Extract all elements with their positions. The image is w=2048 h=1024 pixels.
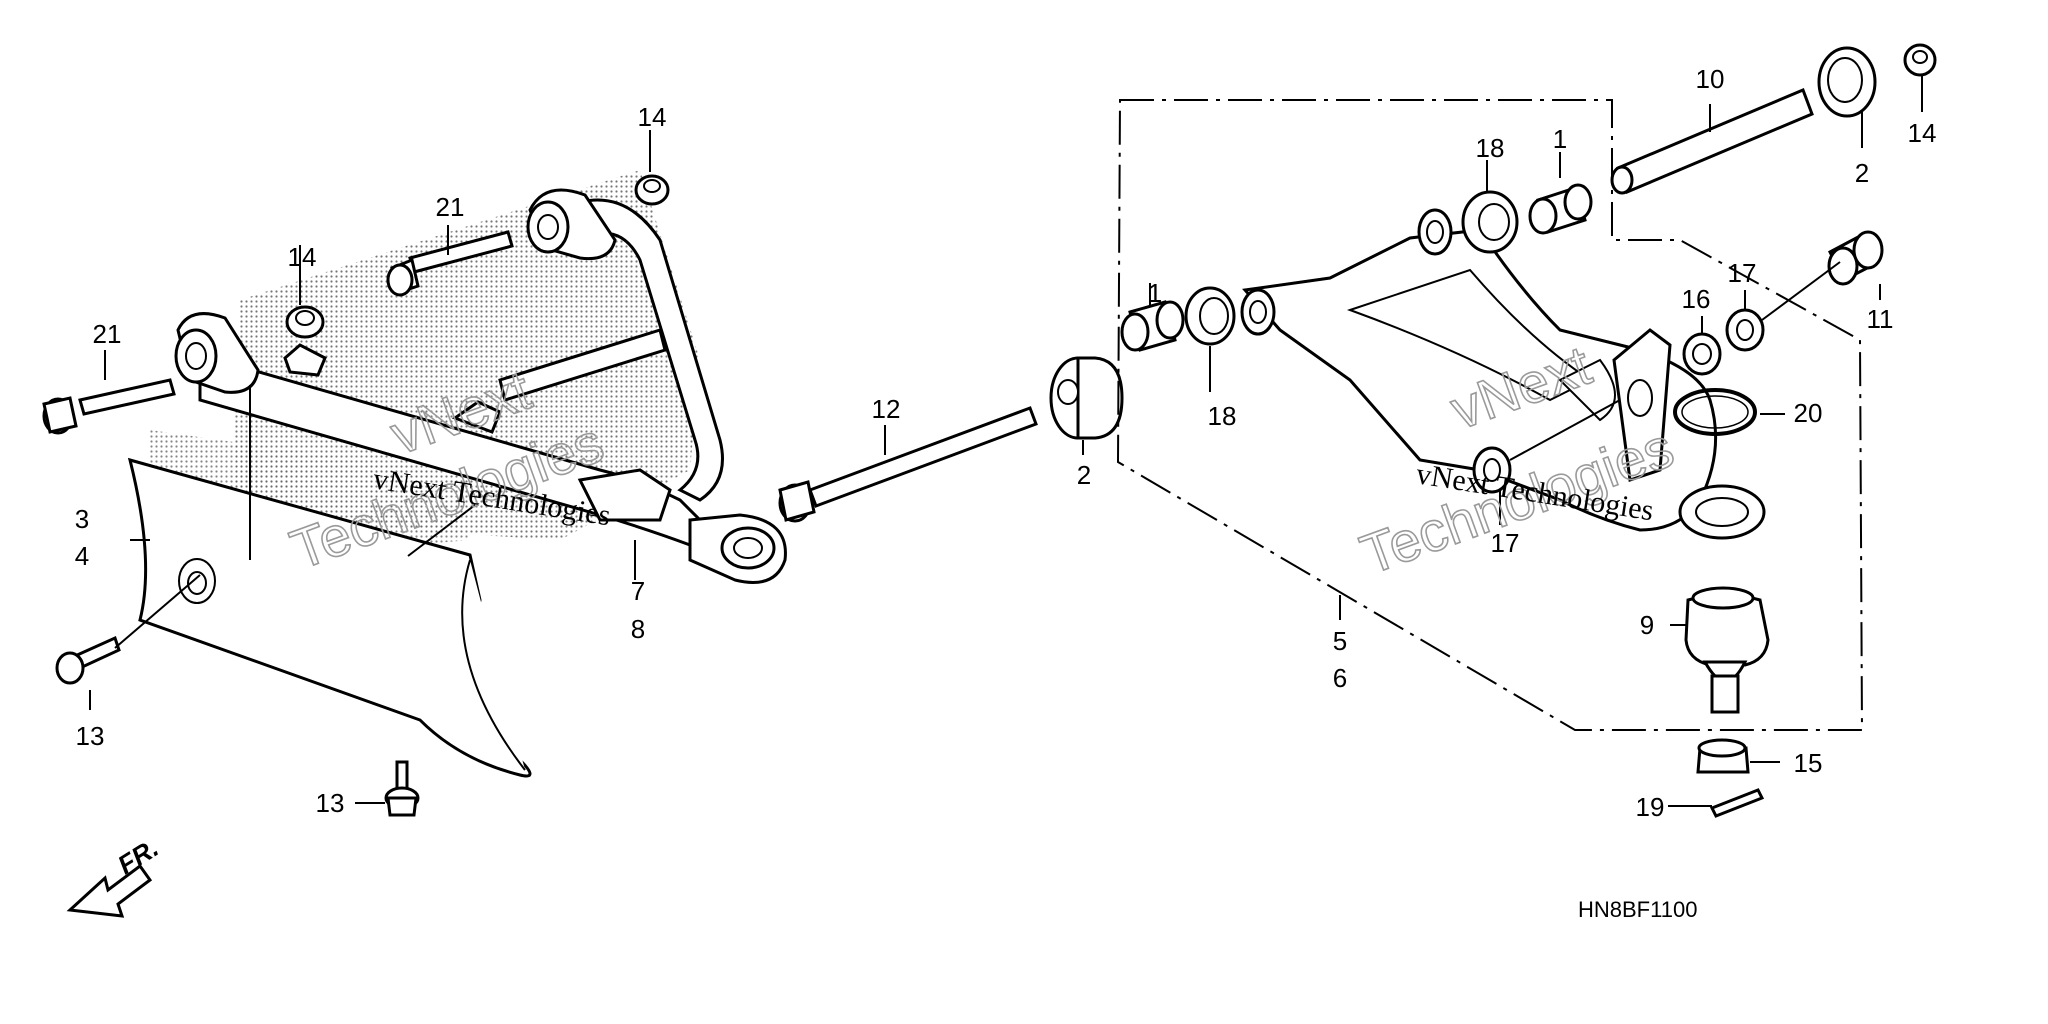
collar-11[interactable] — [1827, 230, 1884, 300]
callout-6[interactable]: 6 — [1333, 663, 1347, 693]
circlip-20[interactable] — [1673, 388, 1785, 436]
front-direction-arrow: FR. — [66, 832, 164, 918]
flange-bolt-21-upper[interactable] — [386, 230, 514, 297]
lower-arm-assembly — [1116, 43, 1937, 818]
callout-12[interactable]: 12 — [872, 394, 901, 424]
bearing-16[interactable] — [1682, 316, 1722, 376]
seal-17-bottom[interactable] — [1472, 399, 1621, 525]
callout-16[interactable]: 16 — [1682, 284, 1711, 314]
callout-21[interactable]: 21 — [436, 192, 465, 222]
seal-17-right[interactable] — [1725, 261, 1841, 352]
bushing-1-front[interactable] — [1120, 283, 1185, 352]
cotter-pin-19[interactable] — [1668, 788, 1765, 818]
callout-3[interactable]: 3 — [75, 504, 89, 534]
castle-nut-15[interactable] — [1696, 738, 1780, 774]
lower-arm-web — [1346, 268, 1592, 402]
callout-17[interactable]: 17 — [1728, 258, 1757, 288]
callout-10[interactable]: 10 — [1696, 64, 1725, 94]
tube-bracket-2 — [451, 400, 502, 434]
callout-11[interactable]: 11 — [1867, 304, 1894, 334]
callout-21[interactable]: 21 — [93, 319, 122, 349]
seal-18-rear[interactable] — [1461, 160, 1519, 254]
callout-1[interactable]: 1 — [1553, 124, 1567, 154]
leaders-left — [89, 130, 651, 804]
callouts: 14 21 14 21 3 4 13 13 7 8 12 2 1 18 18 1… — [75, 64, 1937, 822]
shading-area — [230, 170, 700, 540]
upper-arm-crossbar — [498, 328, 667, 402]
ball-joint-9[interactable] — [1670, 586, 1770, 714]
callout-2[interactable]: 2 — [1855, 158, 1869, 188]
callout-14[interactable]: 14 — [288, 242, 317, 272]
callout-1[interactable]: 1 — [1148, 278, 1162, 308]
bolt-13-side[interactable] — [55, 635, 121, 685]
callout-9[interactable]: 9 — [1640, 610, 1654, 640]
callout-15[interactable]: 15 — [1794, 748, 1823, 778]
callout-5[interactable]: 5 — [1333, 626, 1347, 656]
front-arrow-label: FR. — [112, 832, 163, 880]
lower-arm-front-pivot — [1240, 288, 1276, 336]
callout-13[interactable]: 13 — [76, 721, 105, 751]
upper-arm-ball-eye — [688, 513, 787, 584]
long-bolt-12[interactable] — [778, 406, 1038, 523]
upper-arm-front-bushing — [174, 312, 260, 394]
flange-bolt-21-front[interactable] — [42, 378, 176, 435]
bushing-1-rear[interactable] — [1528, 152, 1593, 235]
lower-arm-rear-pivot — [1417, 208, 1453, 256]
diagram-code: HN8BF1100 — [1578, 897, 1697, 922]
nut-14-left[interactable] — [285, 305, 325, 339]
callout-13[interactable]: 13 — [316, 788, 345, 818]
bolt-13-bottom[interactable] — [384, 760, 420, 817]
callout-20[interactable]: 20 — [1794, 398, 1823, 428]
nut-14-right[interactable] — [1903, 43, 1937, 112]
callout-17[interactable]: 17 — [1491, 528, 1520, 558]
hose-clamp — [577, 468, 672, 522]
pipe-10[interactable] — [1610, 88, 1814, 195]
callout-7[interactable]: 7 — [631, 576, 645, 606]
lower-arm-rib — [1558, 358, 1616, 422]
callout-14[interactable]: 14 — [1908, 118, 1937, 148]
callout-19[interactable]: 19 — [1636, 792, 1665, 822]
cap-2-right[interactable] — [1817, 46, 1877, 148]
callout-14[interactable]: 14 — [638, 102, 667, 132]
callout-18[interactable]: 18 — [1476, 133, 1505, 163]
callout-8[interactable]: 8 — [631, 614, 645, 644]
upper-arm-assembly — [42, 130, 787, 817]
upper-arm-rear-bushing — [526, 188, 617, 261]
seal-18-front[interactable] — [1184, 286, 1236, 392]
callout-2[interactable]: 2 — [1077, 460, 1091, 490]
callout-18[interactable]: 18 — [1208, 401, 1237, 431]
nut-14-top[interactable] — [634, 174, 670, 206]
ball-joint-boss — [1612, 328, 1766, 540]
washer-2-center[interactable] — [1049, 356, 1124, 455]
tube-bracket — [283, 343, 327, 377]
guard-bolt-hole-inner — [187, 571, 207, 595]
guard-flange — [461, 559, 526, 771]
callout-4[interactable]: 4 — [75, 541, 89, 571]
